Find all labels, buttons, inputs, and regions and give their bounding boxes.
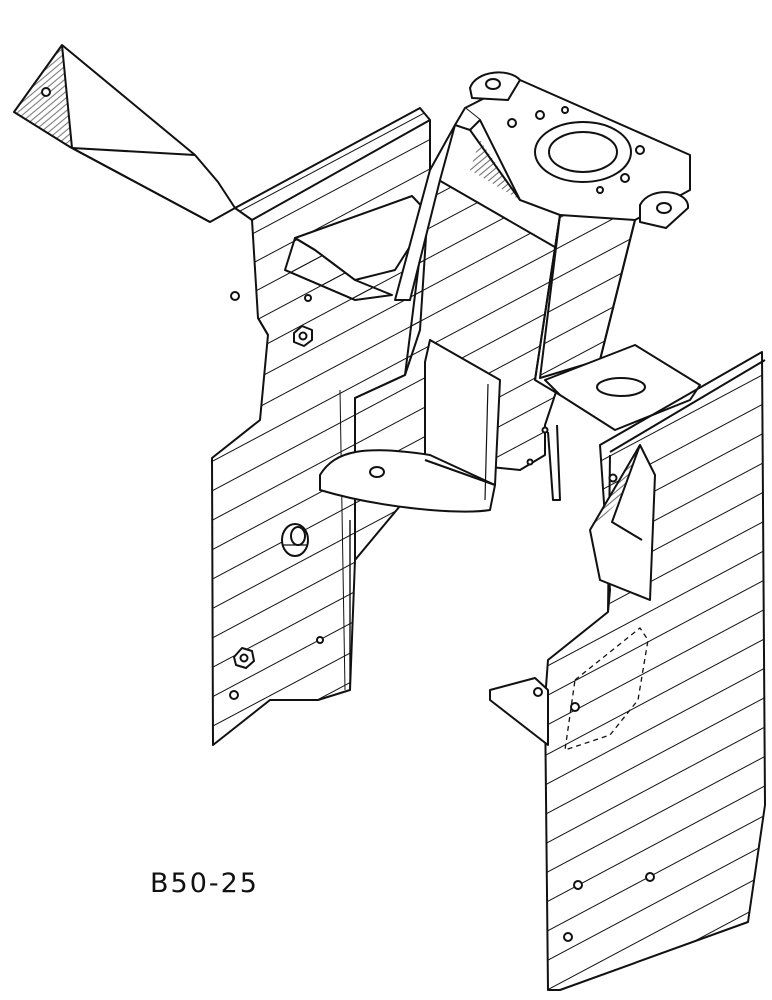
upper-left-arm — [13, 44, 236, 223]
hex-nut-lower — [233, 647, 255, 669]
lower-tab — [489, 677, 549, 746]
ear-lug-right — [639, 191, 690, 229]
z-angle-bracket — [284, 195, 431, 301]
motor-mount-bracket — [394, 79, 691, 396]
right-tall-plate — [544, 351, 766, 991]
angle-bracket-with-tab — [319, 339, 501, 513]
figure-reference-label: B50-25 — [150, 868, 259, 899]
ear-lug-left — [469, 71, 521, 101]
triangular-gusset — [589, 444, 656, 601]
knurled-nut-middle — [281, 523, 309, 557]
hex-nut-upper — [293, 325, 313, 347]
hidden-cutout — [564, 627, 649, 751]
